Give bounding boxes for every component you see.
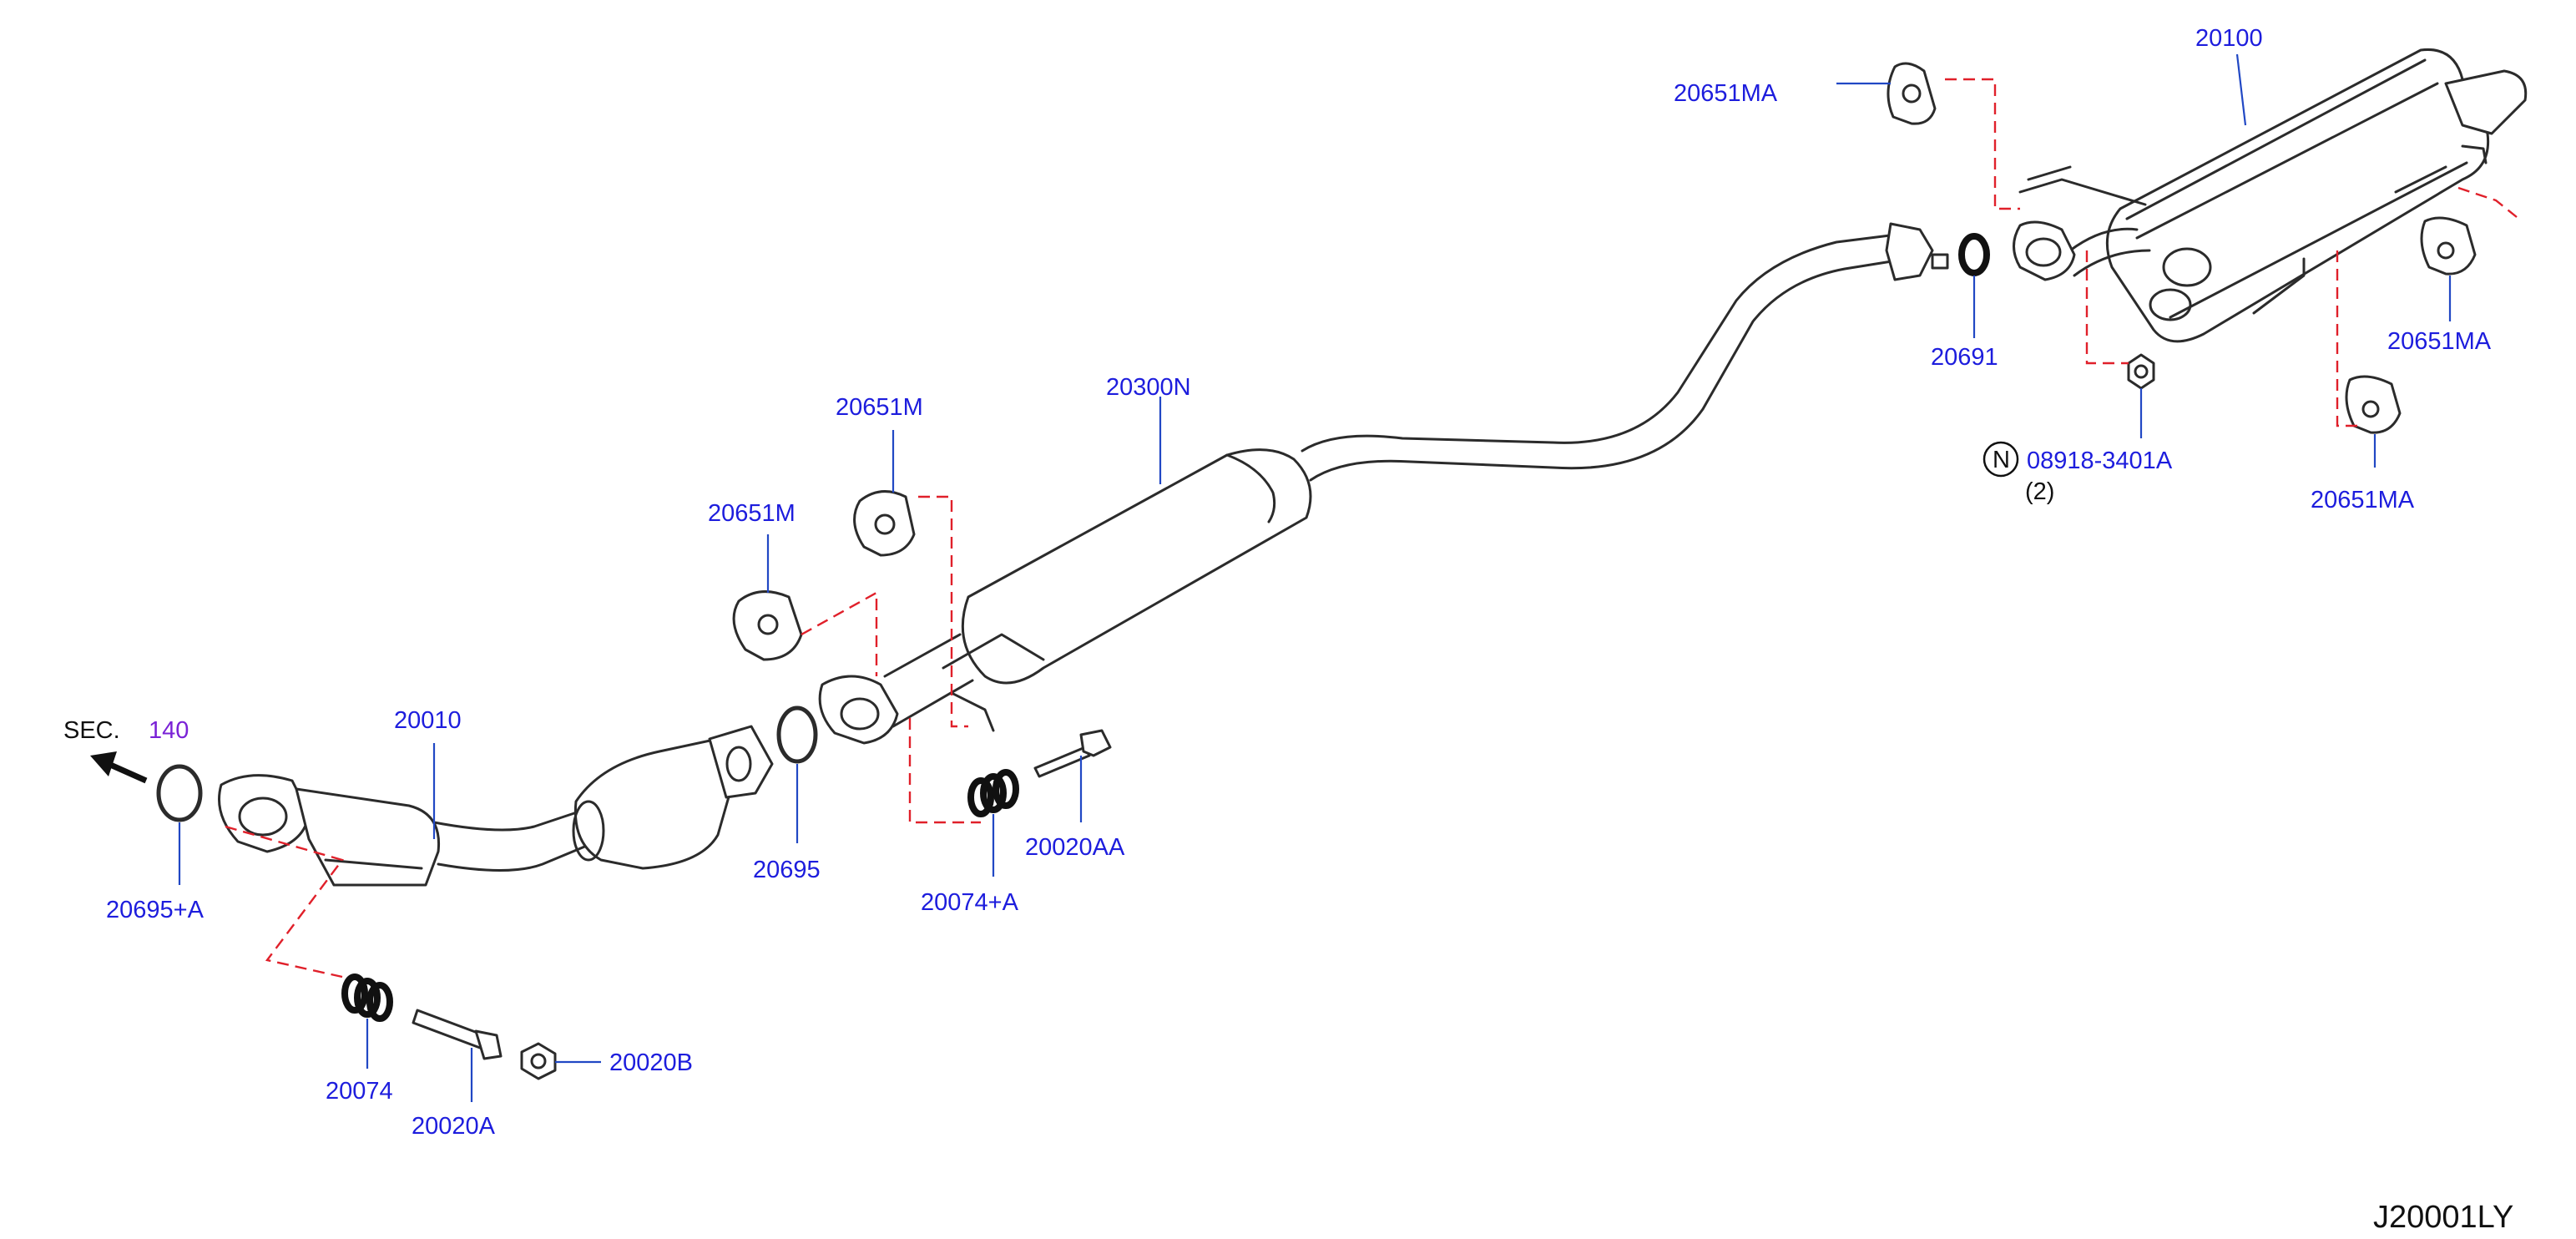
front-nut: [520, 1042, 557, 1080]
label-mount-rear-top: 20651MA: [1674, 80, 1778, 107]
label-bolt-front: 20020A: [412, 1113, 496, 1140]
label-mount-center-top: 20651M: [836, 394, 923, 421]
label-sec-prefix: SEC.: [63, 717, 120, 744]
label-bolt-center: 20020AA: [1025, 834, 1125, 861]
label-mount-center-left: 20651M: [708, 500, 796, 527]
center-mount-top: [853, 490, 916, 557]
label-mount-rear-bottom: 20651MA: [2311, 487, 2415, 513]
diagram-code: J20001LY: [2373, 1200, 2513, 1235]
sec-arrow-icon: [90, 751, 148, 784]
rear-mount-bottom: [2345, 375, 2402, 434]
label-spring-front: 20074: [326, 1078, 393, 1105]
label-gasket-center: 20695: [753, 857, 821, 883]
label-spring-center: 20074+A: [921, 889, 1019, 916]
rear-mount-right: [2420, 216, 2477, 276]
label-mount-rear-right: 20651MA: [2387, 328, 2492, 355]
label-front-tube: 20010: [394, 707, 462, 734]
center-bolt: [1033, 729, 1112, 778]
label-nut-front: 20020B: [609, 1049, 693, 1076]
center-spring: [967, 769, 1019, 817]
label-sec-number: 140: [149, 717, 189, 744]
rear-mount-top: [1887, 62, 1937, 125]
center-mount-left: [732, 590, 803, 661]
rear-gasket: [1958, 233, 1990, 276]
rear-nut: [2127, 353, 2155, 390]
assembly-lines: [225, 78, 2518, 979]
front-tube: [218, 725, 774, 887]
front-spring: [341, 974, 393, 1022]
label-gasket-rear: 20691: [1931, 344, 1998, 371]
nut-symbol-text: N: [1993, 447, 2010, 473]
label-qty-note: (2): [2025, 478, 2054, 505]
front-bolt: [412, 1009, 503, 1060]
front-gasket: [156, 764, 203, 822]
label-center-pipe: 20300N: [1106, 374, 1191, 401]
center-gasket: [776, 705, 818, 764]
center-pipe: [818, 222, 1949, 745]
leader-lines: [178, 53, 2452, 1102]
label-muffler-rear: 20100: [2195, 25, 2263, 52]
label-nut-rear: 08918-3401A: [2027, 448, 2173, 474]
rear-muffler: [2013, 48, 2528, 343]
label-gasket-front: 20695+A: [106, 897, 205, 923]
nut-symbol-badge: N: [1983, 441, 2019, 478]
